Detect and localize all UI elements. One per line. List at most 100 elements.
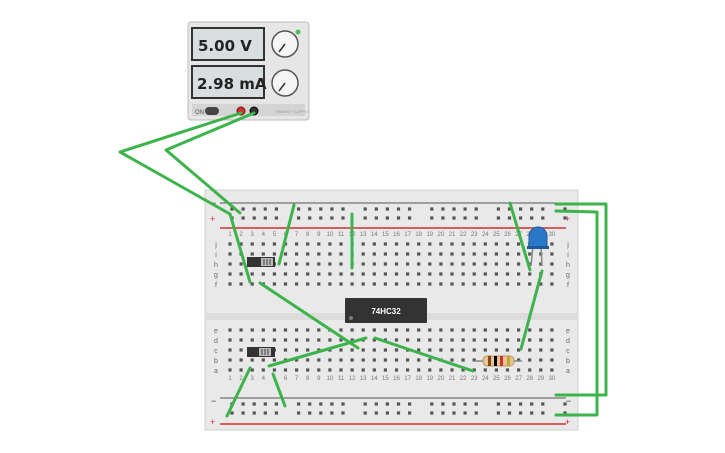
breadboard-hole[interactable]	[241, 216, 245, 220]
breadboard-hole[interactable]	[550, 328, 554, 332]
breadboard-hole[interactable]	[452, 411, 456, 415]
breadboard-hole[interactable]	[528, 338, 532, 342]
breadboard-hole[interactable]	[428, 368, 432, 372]
breadboard-hole[interactable]	[363, 402, 367, 406]
wire-switch2-vcc[interactable]	[225, 366, 252, 418]
breadboard-hole[interactable]	[385, 402, 389, 406]
breadboard-hole[interactable]	[530, 207, 534, 211]
breadboard-hole[interactable]	[541, 207, 545, 211]
breadboard-hole[interactable]	[228, 272, 232, 276]
breadboard-hole[interactable]	[461, 242, 465, 246]
breadboard-hole[interactable]	[517, 252, 521, 256]
wire-chip-output[interactable]	[373, 336, 475, 373]
breadboard-hole[interactable]	[417, 368, 421, 372]
breadboard-hole[interactable]	[428, 282, 432, 286]
breadboard-hole[interactable]	[241, 402, 245, 406]
breadboard-hole[interactable]	[272, 272, 276, 276]
breadboard-hole[interactable]	[385, 216, 389, 220]
breadboard-hole[interactable]	[406, 262, 410, 266]
breadboard-hole[interactable]	[283, 262, 288, 266]
breadboard-hole[interactable]	[428, 328, 432, 332]
breadboard-hole[interactable]	[295, 282, 299, 286]
breadboard-hole[interactable]	[372, 358, 376, 362]
breadboard-hole[interactable]	[361, 262, 365, 266]
wire-bottom-vcc-loop[interactable]	[554, 202, 608, 397]
breadboard-hole[interactable]	[494, 348, 498, 352]
breadboard-hole[interactable]	[530, 216, 534, 220]
breadboard-hole[interactable]	[496, 216, 500, 220]
breadboard-hole[interactable]	[295, 328, 299, 332]
breadboard-hole[interactable]	[541, 402, 545, 406]
breadboard-hole[interactable]	[483, 328, 487, 332]
breadboard-hole[interactable]	[461, 348, 465, 352]
breadboard-hole[interactable]	[550, 348, 554, 352]
breadboard-hole[interactable]	[308, 402, 312, 406]
breadboard-hole[interactable]	[417, 348, 421, 352]
breadboard-hole[interactable]	[350, 328, 354, 332]
breadboard-hole[interactable]	[250, 282, 254, 286]
breadboard-hole[interactable]	[494, 328, 498, 332]
breadboard-hole[interactable]	[385, 411, 389, 415]
breadboard-hole[interactable]	[417, 252, 421, 256]
breadboard-hole[interactable]	[317, 242, 321, 246]
voltage-knob-icon[interactable]	[271, 30, 299, 58]
breadboard-hole[interactable]	[319, 411, 323, 415]
breadboard-hole[interactable]	[505, 368, 510, 372]
breadboard-hole[interactable]	[428, 262, 432, 266]
breadboard-hole[interactable]	[450, 368, 454, 372]
breadboard-hole[interactable]	[461, 368, 465, 372]
breadboard-hole[interactable]	[228, 368, 232, 372]
breadboard-hole[interactable]	[472, 348, 476, 352]
breadboard-hole[interactable]	[406, 358, 410, 362]
breadboard-hole[interactable]	[417, 262, 421, 266]
breadboard-hole[interactable]	[263, 207, 267, 211]
breadboard-hole[interactable]	[328, 252, 332, 256]
wire-switch1-vcc[interactable]	[228, 212, 252, 284]
breadboard-hole[interactable]	[295, 262, 299, 266]
breadboard-hole[interactable]	[474, 411, 478, 415]
breadboard-hole[interactable]	[461, 262, 465, 266]
breadboard-hole[interactable]	[383, 282, 387, 286]
breadboard-hole[interactable]	[274, 207, 278, 211]
breadboard-hole[interactable]	[505, 282, 510, 286]
breadboard-hole[interactable]	[496, 207, 500, 211]
breadboard-hole[interactable]	[306, 368, 310, 372]
breadboard-hole[interactable]	[494, 272, 498, 276]
breadboard-hole[interactable]	[519, 207, 523, 211]
breadboard-hole[interactable]	[261, 358, 265, 362]
breadboard-hole[interactable]	[363, 216, 367, 220]
breadboard-hole[interactable]	[517, 328, 521, 332]
breadboard-hole[interactable]	[239, 358, 243, 362]
breadboard-hole[interactable]	[406, 338, 410, 342]
breadboard-hole[interactable]	[494, 368, 498, 372]
breadboard-hole[interactable]	[550, 242, 554, 246]
breadboard-hole[interactable]	[339, 272, 343, 276]
breadboard-hole[interactable]	[250, 338, 254, 342]
breadboard-hole[interactable]	[505, 348, 510, 352]
breadboard-hole[interactable]	[461, 282, 465, 286]
breadboard-hole[interactable]	[519, 411, 523, 415]
breadboard-hole[interactable]	[350, 272, 354, 276]
breadboard-hole[interactable]	[563, 411, 567, 415]
breadboard-hole[interactable]	[361, 272, 365, 276]
breadboard-hole[interactable]	[341, 207, 345, 211]
breadboard-hole[interactable]	[250, 358, 254, 362]
breadboard-hole[interactable]	[295, 272, 299, 276]
breadboard-hole[interactable]	[228, 262, 232, 266]
breadboard-hole[interactable]	[394, 262, 399, 266]
chip-74hc32[interactable]: 74HC32	[345, 298, 427, 323]
wires[interactable]	[118, 111, 608, 418]
breadboard-hole[interactable]	[483, 262, 487, 266]
breadboard-hole[interactable]	[263, 402, 267, 406]
breadboard-hole[interactable]	[306, 348, 310, 352]
breadboard-hole[interactable]	[517, 358, 521, 362]
breadboard-hole[interactable]	[383, 262, 387, 266]
breadboard-hole[interactable]	[550, 252, 554, 256]
breadboard-hole[interactable]	[441, 402, 445, 406]
breadboard-hole[interactable]	[385, 207, 389, 211]
wire-bottom-gnd-loop[interactable]	[554, 209, 599, 417]
breadboard-hole[interactable]	[383, 252, 387, 256]
breadboard-hole[interactable]	[450, 252, 454, 256]
breadboard-hole[interactable]	[539, 368, 543, 372]
